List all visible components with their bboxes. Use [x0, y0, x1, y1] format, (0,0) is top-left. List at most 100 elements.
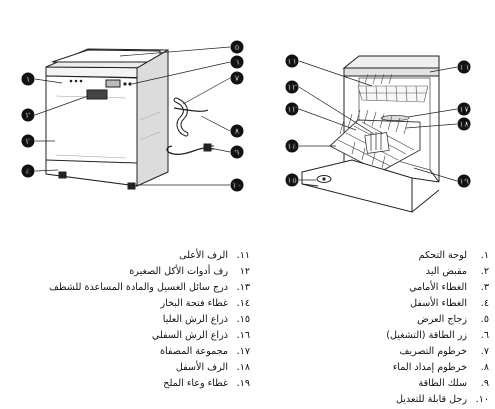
callout-15: ١٥: [285, 173, 299, 187]
legend-item: ١٨. الرف الأسفل: [2, 360, 250, 376]
svg-text:٢: ٢: [25, 111, 31, 121]
legend-number: ١٣.: [236, 282, 250, 293]
legend-number: ١٤.: [236, 298, 250, 309]
legend-item: ٢. مقبض اليد: [299, 264, 489, 280]
svg-text:١١: ١١: [287, 57, 297, 67]
dishwasher-exterior: [45, 48, 214, 190]
legend-number: ١٢: [239, 266, 250, 277]
legend-label: غطاء فتحة البخار: [160, 298, 228, 309]
legend-number: ١١.: [236, 250, 250, 261]
svg-text:١: ١: [25, 75, 30, 85]
callout-18: ١٨: [457, 117, 471, 131]
svg-text:١٨: ١٨: [459, 120, 470, 130]
legend-number: ٢.: [480, 266, 489, 277]
callout-10: ١٠: [230, 178, 244, 192]
legend-item: ٧. خرطوم التصريف: [299, 344, 489, 360]
svg-text:٩: ٩: [234, 148, 240, 158]
callout-17: ١٧: [457, 102, 471, 116]
legend-number: ٥.: [480, 314, 489, 325]
callout-12: ١٢: [285, 80, 299, 94]
callout-19: ١٩: [457, 174, 471, 188]
svg-text:١٠: ١٠: [232, 181, 242, 191]
legend-label: رجل قابلة للتعديل: [395, 394, 467, 405]
svg-text:٤: ٤: [25, 167, 30, 177]
legend-item: ٨. خرطوم إمداد الماء: [299, 360, 489, 376]
callout-6: ٦: [230, 55, 244, 69]
callout-2: ٢: [21, 108, 35, 122]
legend-number: ٤.: [480, 298, 489, 309]
legend-label: ذراع الرش السفلي: [151, 330, 228, 341]
svg-text:٥: ٥: [234, 43, 239, 53]
svg-text:٨: ٨: [234, 127, 240, 137]
callout-3: ٣: [21, 134, 35, 148]
callout-13: ١٣: [285, 102, 299, 116]
svg-text:٦: ٦: [234, 58, 239, 68]
callout-11: ١١: [285, 54, 299, 68]
legend-item: ١٧. مجموعة المصفاة: [2, 344, 250, 360]
legend-number: ١٠.: [475, 394, 489, 405]
legend-label: الرف الأعلى: [179, 250, 228, 261]
legend-number: ٦.: [480, 330, 489, 341]
svg-text:١٦: ١٦: [459, 63, 469, 73]
legend-number: ٧.: [480, 346, 489, 357]
legend-label: ذراع الرش العليا: [162, 314, 228, 325]
legend-item: ١٦. ذراع الرش السفلي: [2, 328, 250, 344]
legend-label: درج سائل الغسيل والمادة المساعدة للشطف: [48, 282, 228, 293]
legend-item: ٥. زجاج العرض: [299, 312, 489, 328]
legend-interior-parts: ١١. الرف الأعلى ١٢ رف أدوات الأكل الصغير…: [2, 248, 250, 392]
callout-14: ١٤: [285, 139, 299, 153]
legend-number: ١٥.: [236, 314, 250, 325]
handle-icon: [86, 89, 108, 100]
legend-label: الرف الأسفل: [175, 362, 228, 373]
legend-label: لوحة التحكم: [418, 250, 467, 261]
legend-exterior-parts: ١. لوحة التحكم ٢. مقبض اليد ٣. الغطاء ال…: [299, 248, 489, 408]
legend-number: ١.: [480, 250, 489, 261]
svg-text:٣: ٣: [25, 137, 31, 147]
callout-5: ٥: [230, 40, 244, 54]
svg-text:٧: ٧: [234, 74, 240, 84]
svg-text:١٩: ١٩: [459, 177, 470, 187]
legend-item: ١٢ رف أدوات الأكل الصغيرة: [2, 264, 250, 280]
legend-number: ٣.: [480, 282, 489, 293]
dishwasher-diagram: ١ ٢ ٣ ٤ ٥ ٦ ٧ ٨ ٩ ١٠ ١١ ١٢: [21, 40, 471, 213]
legend-item: ١. لوحة التحكم: [299, 248, 489, 264]
legend-item: ١٠. رجل قابلة للتعديل: [299, 392, 489, 408]
legend-item: ٣. الغطاء الأمامي: [299, 280, 489, 296]
callout-7: ٧: [230, 71, 244, 85]
legend-item: ١٤. غطاء فتحة البخار: [2, 296, 250, 312]
dishwasher-interior: [301, 55, 440, 213]
callout-4: ٤: [21, 164, 35, 178]
callout-8: ٨: [230, 124, 244, 138]
legend-label: رف أدوات الأكل الصغيرة: [129, 266, 228, 277]
legend-number: ٩.: [480, 378, 489, 389]
svg-text:١٢: ١٢: [287, 83, 298, 93]
legend-number: ١٩.: [236, 378, 250, 389]
legend-item: ١٣. درج سائل الغسيل والمادة المساعدة للش…: [2, 280, 250, 296]
svg-text:١٤: ١٤: [287, 142, 297, 152]
svg-text:١٣: ١٣: [287, 105, 298, 115]
callout-16: ١٦: [457, 60, 471, 74]
legend-label: مجموعة المصفاة: [159, 346, 228, 357]
legend-label: خرطوم التصريف: [399, 346, 467, 357]
legend-label: زجاج العرض: [417, 314, 467, 325]
legend-item: ٦. زر الطاقة (التشغيل): [299, 328, 489, 344]
legend-item: ٤. الغطاء الأسفل: [299, 296, 489, 312]
legend-item: ١٥. ذراع الرش العليا: [2, 312, 250, 328]
svg-text:١٥: ١٥: [287, 176, 297, 186]
legend-label: سلك الطاقة: [418, 378, 467, 389]
legend-label: الغطاء الأمامي: [409, 282, 467, 293]
leader-lines: [34, 46, 458, 186]
legend-item: ١١. الرف الأعلى: [2, 248, 250, 264]
legend-number: ٨.: [480, 362, 489, 373]
legend-label: غطاء وعاء الملح: [163, 378, 228, 389]
legend-item: ٩. سلك الطاقة: [299, 376, 489, 392]
legend-number: ١٨.: [236, 362, 250, 373]
callout-9: ٩: [230, 145, 244, 159]
callout-1: ١: [21, 72, 35, 86]
legend-label: مقبض اليد: [425, 266, 467, 277]
legend-item: ١٩. غطاء وعاء الملح: [2, 376, 250, 392]
legend-number: ١٦.: [236, 330, 250, 341]
legend-label: الغطاء الأسفل: [410, 298, 467, 309]
legend-number: ١٧.: [236, 346, 250, 357]
legend-label: خرطوم إمداد الماء: [392, 362, 467, 373]
